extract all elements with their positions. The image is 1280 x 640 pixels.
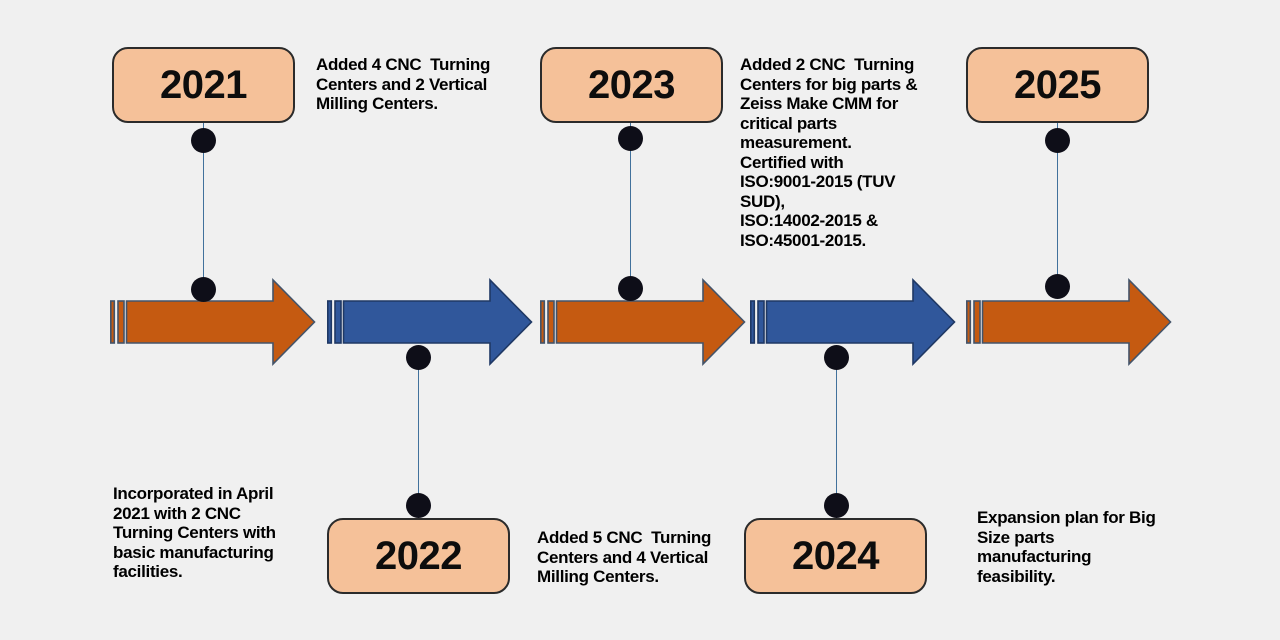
connector-line-2024 xyxy=(835,346,837,518)
year-box-2021: 2021 xyxy=(112,47,295,123)
arrow-stripe-thin xyxy=(327,300,333,344)
connector-line-2021 xyxy=(202,121,204,291)
year-box-2024: 2024 xyxy=(744,518,927,594)
note-expansion-plan: Expansion plan for Big Size parts manufa… xyxy=(977,508,1156,586)
year-box-2025: 2025 xyxy=(966,47,1149,123)
arrow-body xyxy=(342,278,533,366)
arrow-stripe-thin xyxy=(966,300,972,344)
year-label-2024: 2024 xyxy=(792,533,879,578)
arrow-stripe-thick xyxy=(973,300,981,344)
arrow-stripe-thick xyxy=(117,300,125,344)
arrow-stripe-thick xyxy=(757,300,765,344)
timeline-arrow-segment-2024 xyxy=(750,278,956,366)
arrow-body xyxy=(981,278,1172,366)
connector-dot-bottom-2025 xyxy=(1044,273,1070,299)
note-added-2-cnc-iso: Added 2 CNC Turning Centers for big part… xyxy=(740,55,918,250)
connector-dot-bottom-2023 xyxy=(617,275,643,301)
connector-dot-top-2022 xyxy=(405,344,431,370)
timeline-arrow-segment-2021 xyxy=(110,278,316,366)
arrow-body xyxy=(125,278,316,366)
timeline-arrow-segment-2025 xyxy=(966,278,1172,366)
arrow-stripe-thick xyxy=(547,300,555,344)
arrow-stripe-thin xyxy=(750,300,756,344)
connector-dot-top-2023 xyxy=(617,125,643,151)
connector-line-2022 xyxy=(417,346,419,518)
arrow-stripe-thin xyxy=(540,300,546,344)
connector-line-2023 xyxy=(629,122,631,289)
connector-dot-top-2025 xyxy=(1044,127,1070,153)
connector-line-2025 xyxy=(1056,122,1058,287)
year-box-2023: 2023 xyxy=(540,47,723,123)
arrow-body xyxy=(765,278,956,366)
timeline-arrow-segment-2022 xyxy=(327,278,533,366)
year-label-2022: 2022 xyxy=(375,533,462,578)
connector-dot-top-2024 xyxy=(823,344,849,370)
connector-dot-bottom-2021 xyxy=(190,276,216,302)
arrow-body xyxy=(555,278,746,366)
arrow-stripe-thick xyxy=(334,300,342,344)
year-box-2022: 2022 xyxy=(327,518,510,594)
connector-dot-bottom-2024 xyxy=(823,492,849,518)
year-label-2021: 2021 xyxy=(160,62,247,107)
note-added-4-cnc: Added 4 CNC Turning Centers and 2 Vertic… xyxy=(316,55,491,113)
arrow-stripe-thin xyxy=(110,300,116,344)
timeline-arrow-segment-2023 xyxy=(540,278,746,366)
connector-dot-bottom-2022 xyxy=(405,492,431,518)
year-label-2025: 2025 xyxy=(1014,62,1101,107)
connector-dot-top-2021 xyxy=(190,127,216,153)
note-incorporated: Incorporated in April 2021 with 2 CNC Tu… xyxy=(113,484,276,581)
year-label-2023: 2023 xyxy=(588,62,675,107)
note-added-5-cnc: Added 5 CNC Turning Centers and 4 Vertic… xyxy=(537,528,712,586)
